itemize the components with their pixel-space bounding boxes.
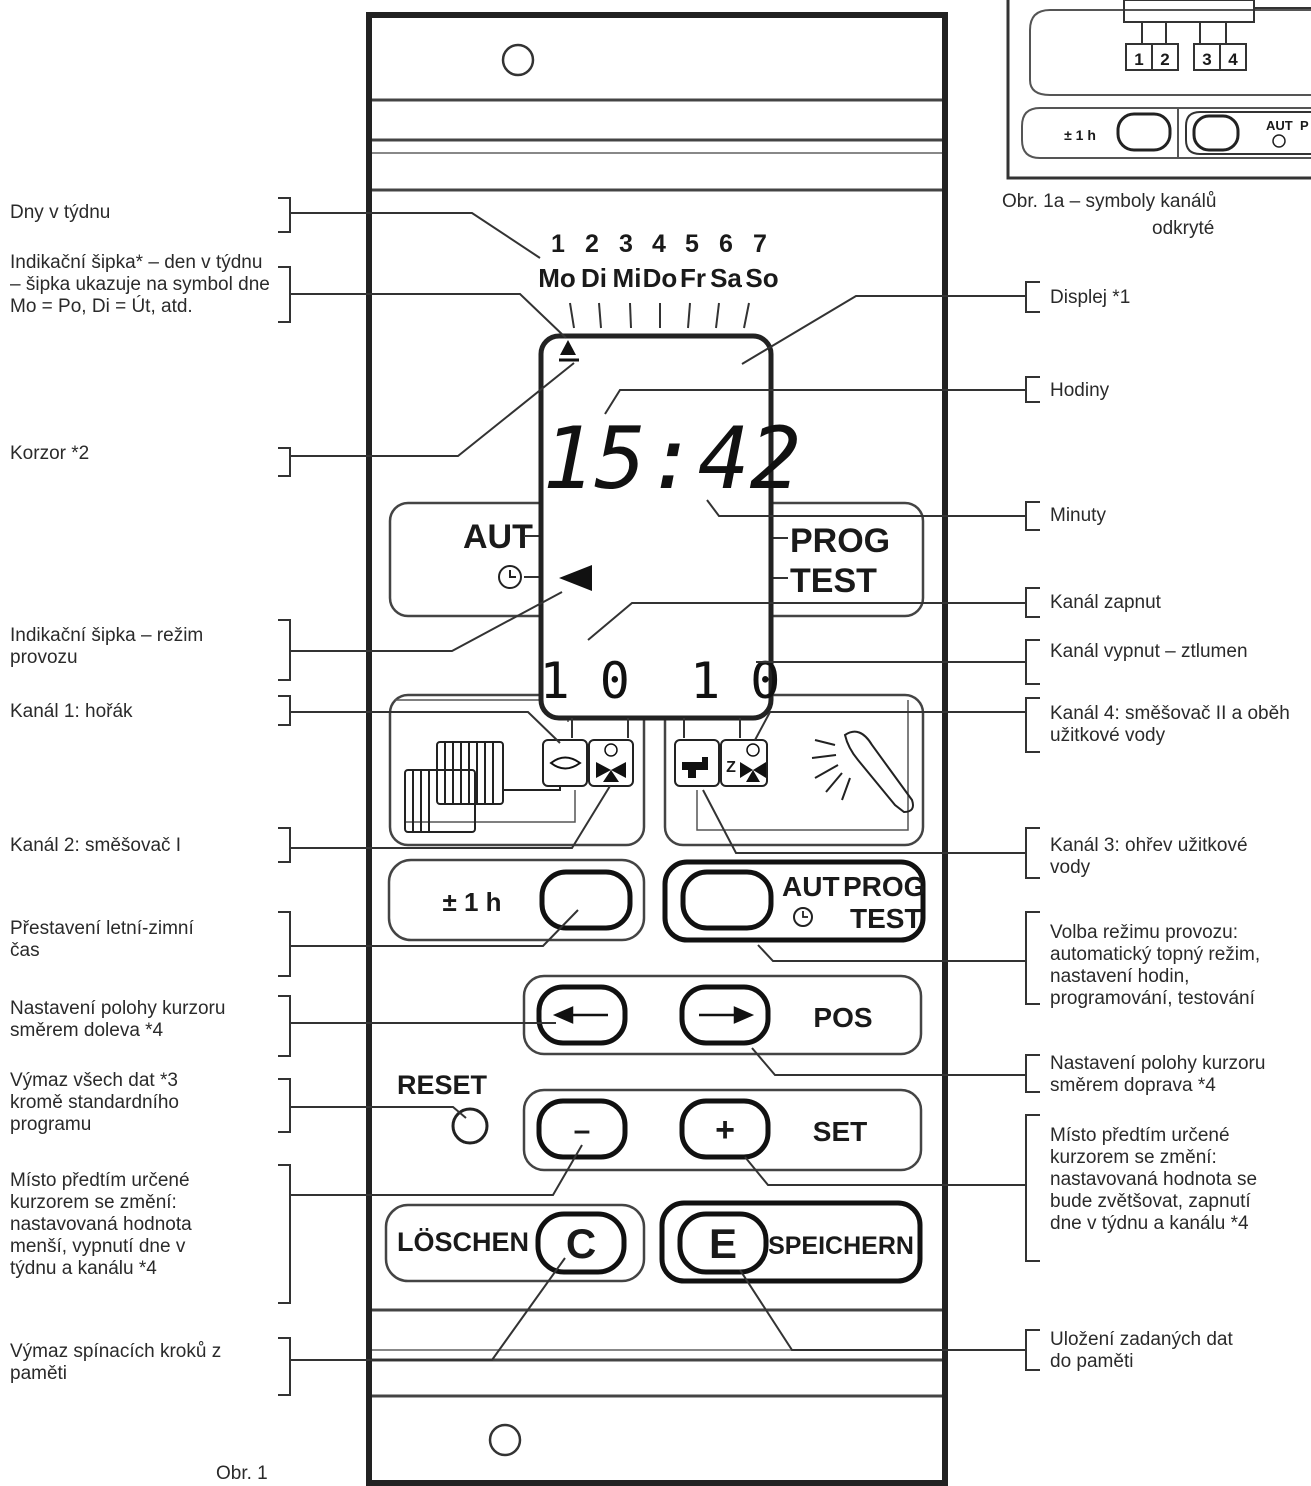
leader-lines-left — [278, 197, 611, 1396]
label-cursor: Korzor *2 — [10, 443, 90, 464]
day-number: 1 — [551, 230, 565, 258]
label-plus: Místo předtím určené kurzorem se změní: … — [1050, 1125, 1258, 1234]
day-number: 5 — [685, 230, 699, 258]
btn-prog-label: PROG — [843, 871, 925, 902]
leader-lines-right — [587, 281, 1040, 1371]
day-number: 7 — [753, 230, 767, 258]
day-name: Mo — [538, 263, 576, 293]
z-letter: Z — [726, 759, 736, 776]
btn-1h-label: ± 1 h — [442, 887, 501, 917]
reset-label: RESET — [397, 1070, 488, 1100]
btn-set-label: SET — [813, 1116, 867, 1147]
plus-sign: + — [715, 1111, 735, 1149]
label-display: Displej *1 — [1050, 287, 1131, 308]
row-position: POS — [522, 974, 923, 1056]
summer-winter-button[interactable] — [539, 869, 633, 931]
plus-button[interactable] — [679, 1098, 771, 1160]
mode-prog-label: PROG — [790, 522, 890, 560]
inset-caption-2: odkryté — [1152, 218, 1215, 239]
mode-test-label: TEST — [790, 562, 877, 600]
arrow-right-icon — [699, 1006, 755, 1024]
row-time-mode: ± 1 h AUT PROG TEST — [387, 858, 926, 943]
channel-icons: Z — [542, 739, 768, 787]
day-indicator-arrow — [560, 340, 576, 355]
reset-button[interactable] — [451, 1107, 489, 1145]
label-channel-on: Kanál zapnut — [1050, 592, 1161, 613]
label-days: Dny v týdnu — [10, 202, 111, 223]
inset-digit: 2 — [1160, 50, 1169, 69]
label-channel-2: Kanál 2: směšovač I — [10, 835, 182, 856]
label-save: Uložení zadaných dat do paměti — [1050, 1329, 1233, 1372]
label-mode-arrow: Indikační šipka – režim provozu — [10, 625, 204, 668]
label-cursor-right: Nastavení polohy kurzoru směrem doprava … — [1050, 1053, 1266, 1096]
inset-mode-button[interactable] — [1192, 114, 1240, 152]
clock-small-icon — [793, 907, 813, 927]
label-channel-3: Kanál 3: ohřev užitkové vody — [1050, 835, 1248, 878]
day-name: Sa — [710, 263, 742, 293]
lcd-display: 15:42 1 0 1 0 — [538, 333, 802, 738]
day-number: 6 — [719, 230, 733, 258]
mounting-hole-bottom — [488, 1423, 522, 1457]
clock-icon — [498, 565, 522, 589]
inset-digit: 1 — [1134, 50, 1143, 69]
arrow-left-icon — [552, 1006, 608, 1024]
label-delete: Výmaz spínacích kroků z paměti — [10, 1341, 222, 1384]
save-button[interactable] — [677, 1211, 769, 1275]
channel-panels — [388, 693, 925, 847]
inset-aut-label: AUT — [1266, 118, 1293, 133]
day-name: So — [745, 263, 778, 293]
inset-digit: 4 — [1228, 50, 1238, 69]
day-name: Di — [581, 263, 607, 293]
label-channel-4: Kanál 4: směšovač II a oběh užitkové vod… — [1050, 703, 1290, 746]
inset-channel-digits: 1 2 3 4 — [1125, 43, 1247, 71]
day-name: Mi — [613, 263, 642, 293]
mode-select-button[interactable] — [680, 869, 774, 931]
delete-button[interactable] — [535, 1211, 627, 1275]
burner-icon — [542, 739, 588, 787]
label-channel-off: Kanál vypnut – ztlumen — [1050, 641, 1248, 662]
inset-prog-label: P — [1300, 118, 1309, 133]
label-day-arrow: Indikační šipka* – den v týdnu – šipka u… — [10, 252, 270, 317]
label-cursor-left: Nastavení polohy kurzoru směrem doleva *… — [10, 998, 226, 1041]
label-summer-winter: Přestavení letní-zimní čas — [10, 918, 194, 961]
inset-1h-label: ± 1 h — [1064, 127, 1096, 143]
row-set: – + SET — [522, 1088, 923, 1172]
row-delete-save: LÖSCHEN C E SPEICHERN — [384, 1200, 923, 1284]
day-name: Do — [643, 263, 678, 293]
minus-button[interactable] — [536, 1098, 628, 1160]
label-mode-select: Volba režimu provozu: automatický topný … — [1050, 922, 1261, 1009]
inset-1h-button[interactable] — [1116, 112, 1172, 152]
mode-aut-label: AUT — [463, 518, 533, 556]
label-hours: Hodiny — [1050, 380, 1110, 401]
btn-test-label: TEST — [850, 903, 922, 934]
lcd-channel-digits: 1 0 1 0 — [540, 652, 781, 710]
inset-clock-icon — [1272, 134, 1286, 148]
mode-indicator-arrow — [559, 565, 592, 591]
minus-sign: – — [574, 1114, 591, 1147]
btn-loschen-label: LÖSCHEN — [397, 1227, 529, 1257]
inset-caption-1: Obr. 1a – symboly kanálů — [1002, 191, 1217, 212]
figure-caption: Obr. 1 — [216, 1463, 268, 1484]
btn-pos-label: POS — [813, 1002, 872, 1033]
day-number: 4 — [652, 230, 666, 258]
lcd-clock: 15:42 — [543, 409, 802, 509]
label-channel-1: Kanál 1: hořák — [10, 701, 133, 722]
mounting-hole-top — [501, 43, 535, 77]
inset-digit: 3 — [1202, 50, 1211, 69]
label-reset: Výmaz všech dat *3 kromě standardního pr… — [10, 1070, 179, 1135]
btn-aut-label: AUT — [782, 871, 840, 902]
day-name: Fr — [680, 263, 706, 293]
label-minus: Místo předtím určené kurzorem se změní: … — [10, 1170, 192, 1279]
btn-e-label: E — [709, 1220, 737, 1267]
day-number: 2 — [585, 230, 599, 258]
day-number: 3 — [619, 230, 633, 258]
btn-c-label: C — [566, 1220, 596, 1267]
shower-icon — [811, 730, 914, 814]
inset-figure: 1 2 3 4 ± 1 h AUT P — [1006, 0, 1311, 180]
weekday-header: 1 2 3 4 5 6 7 Mo Di Mi Do Fr Sa So — [538, 230, 779, 329]
btn-speichern-label: SPEICHERN — [768, 1232, 914, 1260]
label-minutes: Minuty — [1050, 505, 1106, 526]
radiator-icon — [404, 741, 561, 833]
